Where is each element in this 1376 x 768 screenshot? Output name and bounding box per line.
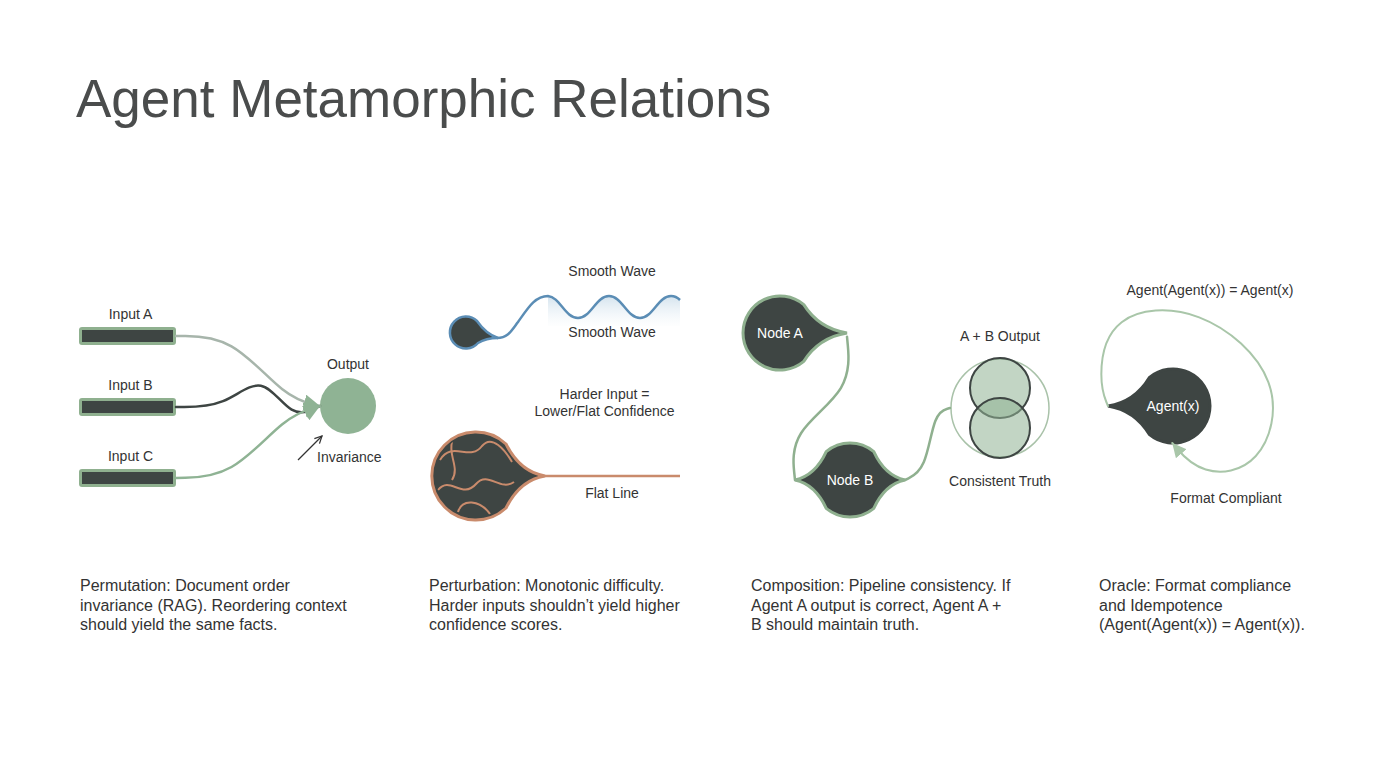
node-heading: A + B Output bbox=[900, 327, 1100, 345]
panel-caption: Oracle: Format compliance and Idempotenc… bbox=[1099, 576, 1311, 635]
connector bbox=[905, 408, 950, 480]
outer-circle bbox=[951, 359, 1049, 457]
annotation-label: Smooth Wave bbox=[537, 263, 687, 280]
node-heading: Consistent Truth bbox=[900, 472, 1100, 490]
connector bbox=[176, 336, 320, 406]
annotation-label: Invariance bbox=[317, 449, 407, 466]
agent-node: Node A bbox=[743, 296, 847, 370]
input-box: Input C bbox=[79, 469, 176, 487]
node-outline bbox=[950, 358, 1050, 458]
output-circle: Output bbox=[320, 378, 376, 434]
agent-node: Agent(x) bbox=[1108, 369, 1210, 443]
connector bbox=[1101, 310, 1273, 471]
teardrop-shape bbox=[743, 296, 847, 370]
annotation-label: Agent(Agent(x)) = Agent(x) bbox=[1115, 282, 1305, 299]
page-title: Agent Metamorphic Relations bbox=[76, 70, 771, 128]
panel-caption: Perturbation: Monotonic difficulty. Hard… bbox=[429, 576, 681, 635]
venn-output: A + B OutputConsistent Truth bbox=[950, 358, 1050, 458]
squiggle bbox=[440, 442, 512, 462]
venn-circle bbox=[970, 398, 1030, 458]
connector bbox=[176, 406, 320, 478]
teardrop-shape bbox=[1108, 369, 1210, 443]
annotation-label: Flat Line bbox=[560, 485, 664, 502]
annotation-label: Format Compliant bbox=[1150, 490, 1302, 507]
panel-caption: Composition: Pipeline consistency. If Ag… bbox=[751, 576, 1013, 635]
node-heading: Input C bbox=[52, 447, 209, 465]
node-heading: Input A bbox=[52, 305, 209, 323]
squiggle bbox=[458, 502, 490, 514]
flat-line bbox=[545, 475, 680, 478]
node-text: Agent(x) bbox=[1136, 369, 1210, 443]
connector bbox=[793, 337, 848, 480]
squiggle bbox=[451, 442, 455, 480]
wave-shading bbox=[548, 296, 680, 326]
annotation-label: Smooth Wave bbox=[537, 324, 687, 341]
squiggle bbox=[438, 479, 514, 490]
blob-squiggles bbox=[438, 442, 514, 514]
panel-caption: Permutation: Document order invariance (… bbox=[80, 576, 352, 635]
node-heading: Output bbox=[278, 355, 418, 373]
input-box: Input B bbox=[79, 398, 176, 416]
easy-input-blob bbox=[450, 317, 498, 349]
annotation-label: Harder Input = Lower/Flat Confidence bbox=[527, 386, 682, 420]
agent-node: Node B bbox=[795, 443, 905, 517]
node-heading: Input B bbox=[52, 376, 209, 394]
input-box: Input A bbox=[79, 327, 176, 345]
node-text: Node A bbox=[743, 296, 817, 370]
node-text: Node B bbox=[813, 443, 887, 517]
connector bbox=[176, 386, 320, 413]
hard-input-blob bbox=[432, 432, 545, 520]
teardrop-shape bbox=[795, 443, 905, 517]
